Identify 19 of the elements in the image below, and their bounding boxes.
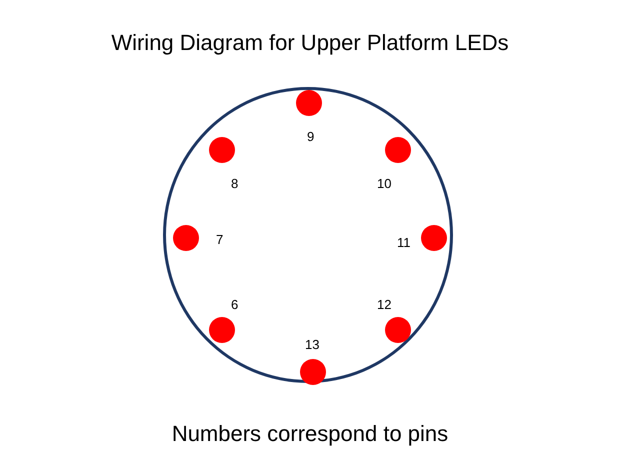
pin-number: 13 xyxy=(305,338,320,351)
led-dot xyxy=(300,359,326,385)
pin-number: 8 xyxy=(231,177,238,190)
platform-outline xyxy=(163,87,453,383)
led-dot xyxy=(385,317,411,343)
diagram-caption: Numbers correspond to pins xyxy=(172,421,448,446)
led-dot xyxy=(296,90,322,116)
led-dot xyxy=(385,137,411,163)
pin-number: 12 xyxy=(377,298,392,311)
led-dot xyxy=(173,225,199,251)
led-dot xyxy=(421,225,447,251)
pin-number: 11 xyxy=(397,236,410,249)
led-dot xyxy=(209,317,235,343)
pin-number: 9 xyxy=(307,130,314,143)
diagram-title: Wiring Diagram for Upper Platform LEDs xyxy=(111,30,509,55)
pin-number: 7 xyxy=(216,233,224,246)
pin-number: 6 xyxy=(231,298,238,311)
led-dot xyxy=(209,137,235,163)
pin-number: 10 xyxy=(377,177,392,190)
